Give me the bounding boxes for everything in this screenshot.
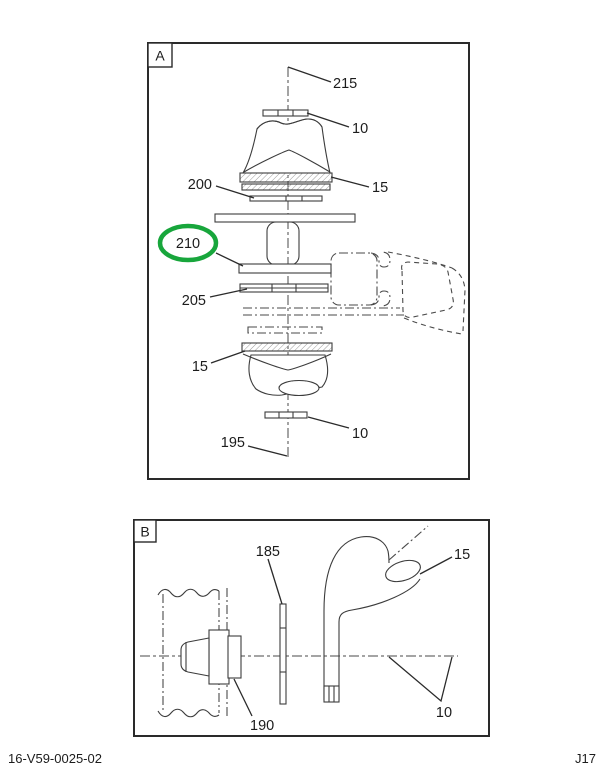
- spacer-top-flange: [214, 213, 356, 223]
- insulator-lower-drawing: [241, 342, 333, 397]
- leader-205: [209, 288, 248, 298]
- leader-210: [215, 252, 244, 267]
- bracket-foot: [323, 685, 340, 703]
- bracket-outline-right: [338, 578, 421, 700]
- rail-channel-outline: [330, 252, 378, 306]
- insulator-upper-plate-lower: [241, 183, 331, 191]
- rail-outer-edge-bottom: [403, 317, 463, 335]
- leader-200: [215, 185, 255, 199]
- leader-195: [247, 445, 288, 457]
- bracket-axis-line: [388, 525, 429, 561]
- leader-15: [419, 556, 453, 575]
- leader-lines-a: [209, 66, 370, 457]
- bolt-drawing: [180, 629, 242, 685]
- panel-a: A 215 10 200 15 210 205 15 10 195: [147, 42, 470, 480]
- callout-195: 195: [221, 435, 245, 451]
- callout-185: 185: [256, 544, 280, 560]
- leader-10-lower: [307, 416, 350, 429]
- tube-break-line-top: [157, 588, 220, 598]
- callout-10-lower: 10: [352, 426, 368, 442]
- bolt-flange: [227, 635, 242, 679]
- bolt-sleeve: [208, 629, 230, 685]
- bracket-eye-opening: [385, 559, 421, 583]
- hidden-washer-outline: [247, 326, 323, 334]
- document-number: 16-V59-0025-02: [8, 751, 102, 766]
- callout-205: 205: [182, 293, 206, 309]
- panel-b-label-box: [133, 519, 157, 543]
- insulator-upper-drawing: [239, 118, 333, 191]
- shim-drawing: [279, 603, 287, 705]
- phantom-frame-rail: [243, 251, 466, 335]
- insulator-upper-tent-line: [243, 149, 331, 173]
- highlight-ellipse-210: [157, 223, 219, 263]
- leader-215: [287, 66, 332, 83]
- insulator-bracket-drawing: [323, 525, 429, 703]
- washer-lower-drawing: [264, 411, 308, 419]
- rail-hook-bottom: [370, 290, 391, 307]
- callout-200: 200: [188, 177, 212, 193]
- leader-185: [267, 558, 283, 605]
- callout-210: 210: [176, 236, 200, 252]
- spacer-drawing: [214, 213, 356, 274]
- washer-upper-drawing: [262, 109, 309, 117]
- washer-upper-body: [262, 109, 309, 117]
- retainer-mid-drawing: [239, 283, 329, 293]
- panel-a-label-box: [147, 42, 173, 68]
- insulator-upper-plate: [239, 172, 333, 183]
- leader-10-fork: [388, 656, 453, 703]
- callout-15-upper: 15: [372, 180, 388, 196]
- panel-b-border: [133, 519, 490, 737]
- callout-15-lower: 15: [192, 359, 208, 375]
- bracket-outline-left: [323, 536, 390, 700]
- page-code: J17: [575, 751, 596, 766]
- callout-215: 215: [333, 76, 357, 92]
- retainer-upper-drawing: [249, 195, 323, 202]
- leader-190: [233, 678, 253, 717]
- callout-15: 15: [454, 547, 470, 563]
- spacer-bottom-flange: [238, 263, 332, 274]
- panel-b-label: B: [140, 524, 149, 540]
- bolt-head: [180, 637, 210, 677]
- leader-10-top: [306, 112, 350, 128]
- insulator-lower-plate: [241, 342, 333, 352]
- insulator-lower-tent-line: [242, 353, 332, 371]
- shim-body: [279, 603, 287, 705]
- tube-break-line-bottom: [157, 708, 220, 718]
- washer-lower-body: [264, 411, 308, 419]
- leader-15-upper: [330, 176, 370, 188]
- insulator-lower-opening: [278, 379, 320, 397]
- leader-lines-b: [233, 556, 453, 717]
- insulator-upper-rim: [256, 118, 323, 130]
- callout-10-top: 10: [352, 121, 368, 137]
- callout-10: 10: [436, 705, 452, 721]
- rail-outer-edge-right: [451, 267, 466, 332]
- panel-b: B 185 15 190 10: [133, 519, 490, 737]
- leader-15-lower: [210, 350, 246, 364]
- callout-190: 190: [250, 718, 274, 734]
- panel-a-label: A: [155, 48, 165, 64]
- rail-bracket-outline: [401, 261, 454, 318]
- rail-hook-top: [370, 251, 391, 268]
